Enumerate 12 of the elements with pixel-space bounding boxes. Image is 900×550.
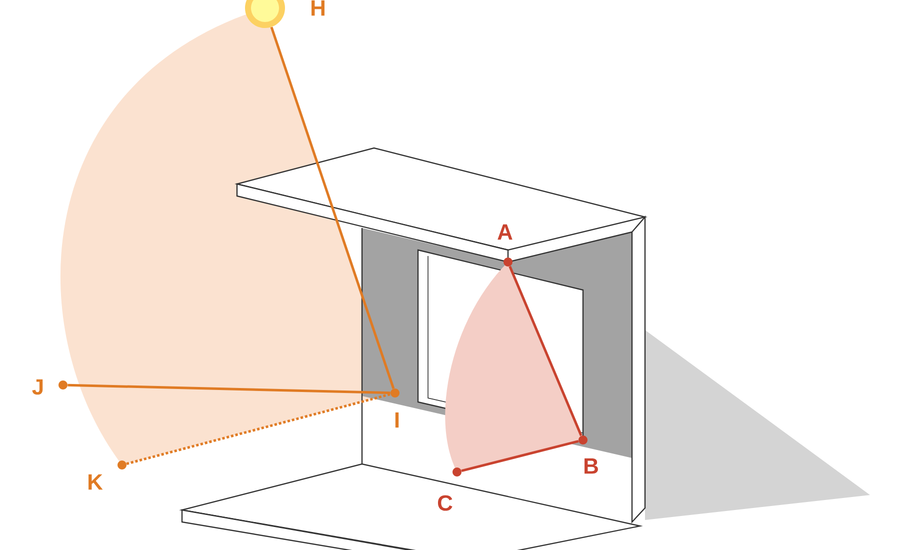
point-label: J [32,379,43,395]
point-label: C [438,495,452,511]
point-label: A [498,224,512,240]
connecting-line [508,266,582,436]
point-label: B [584,458,598,474]
connecting-line [270,26,395,389]
point-label: H [312,0,324,16]
point-label: K [88,474,103,490]
connecting-line [126,392,391,466]
point-label: I [395,412,399,428]
connecting-line [461,440,579,472]
connecting-line [68,384,390,394]
